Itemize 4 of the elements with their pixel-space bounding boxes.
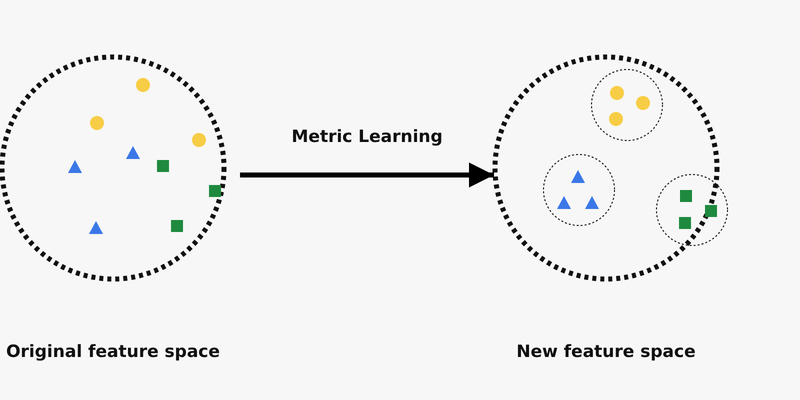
arrow (240, 162, 494, 188)
edge-label: Metric Learning (292, 127, 443, 147)
space-caption: Original feature space (5, 342, 221, 362)
space-caption: New feature space (515, 342, 697, 362)
